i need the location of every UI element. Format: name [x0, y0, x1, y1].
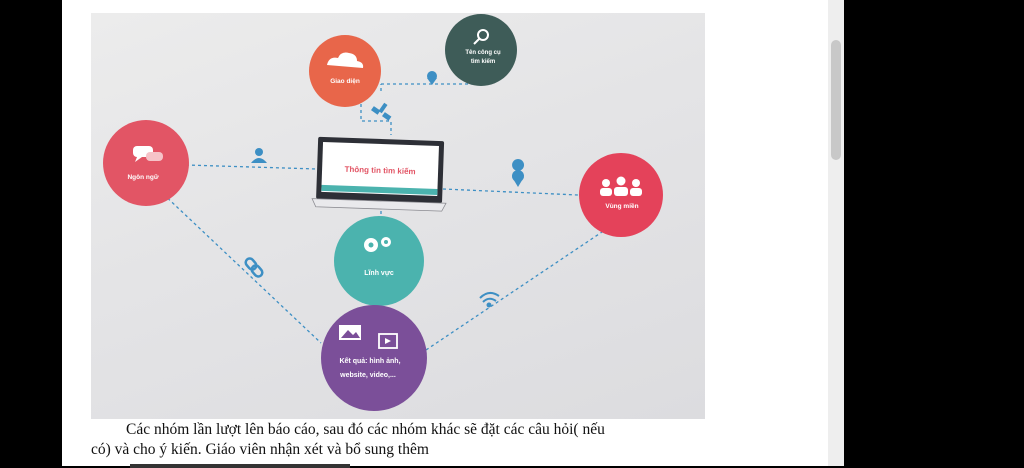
result-node: Kết quả: hình ảnh, website, video,... — [321, 305, 427, 411]
language-label: Ngôn ngữ — [127, 174, 158, 181]
link-icon — [244, 257, 264, 278]
cropped-heading-fragment — [130, 458, 370, 468]
search-diagram: Tên công cụ tìm kiếm Giao diện Ngôn ngữ — [103, 14, 663, 411]
scrollbar[interactable] — [828, 0, 844, 466]
result-label-1: Kết quả: hình ảnh, — [339, 357, 400, 365]
result-label-2: website, video,... — [339, 372, 396, 379]
laptop: Thông tin tìm kiếm — [311, 136, 447, 212]
laptop-base — [311, 198, 447, 212]
magnifier-icon — [473, 29, 489, 45]
gears-icon — [364, 237, 391, 252]
region-node: Vùng miền — [579, 153, 663, 237]
report-paragraph: Các nhóm lần lượt lên báo cáo, sau đó cá… — [91, 420, 701, 460]
search-tool-label-2: tìm kiếm — [471, 58, 495, 65]
interface-node: Giao diện — [309, 35, 381, 107]
field-node: Lĩnh vực — [334, 216, 424, 306]
search-tool-node: Tên công cụ tìm kiếm — [445, 14, 517, 86]
image-icon — [339, 325, 361, 340]
people-icon — [600, 176, 642, 196]
wifi-icon — [479, 292, 500, 308]
cloud-icon — [327, 52, 364, 68]
laptop-screen — [321, 141, 439, 196]
map-pin-icon — [512, 159, 525, 187]
scrollbar-thumb[interactable] — [831, 40, 841, 160]
language-node: Ngôn ngữ — [103, 120, 189, 206]
satellite-icon — [371, 102, 392, 121]
field-label: Lĩnh vực — [364, 270, 394, 277]
speech-bubbles-icon — [133, 146, 163, 162]
paragraph-line-2: có) và cho ý kiến. Giáo viên nhận xét và… — [91, 441, 429, 458]
diagram-photo: Tên công cụ tìm kiếm Giao diện Ngôn ngữ — [91, 13, 705, 419]
location-pin-icon — [427, 71, 437, 85]
video-icon — [378, 333, 398, 349]
person-icon — [251, 148, 267, 163]
region-label: Vùng miền — [605, 201, 638, 210]
center-label: Thông tin tìm kiếm — [344, 165, 415, 176]
paragraph-line-1: Các nhóm lần lượt lên báo cáo, sau đó cá… — [126, 421, 605, 438]
interface-label: Giao diện — [330, 78, 360, 85]
search-tool-label-1: Tên công cụ — [465, 50, 501, 56]
